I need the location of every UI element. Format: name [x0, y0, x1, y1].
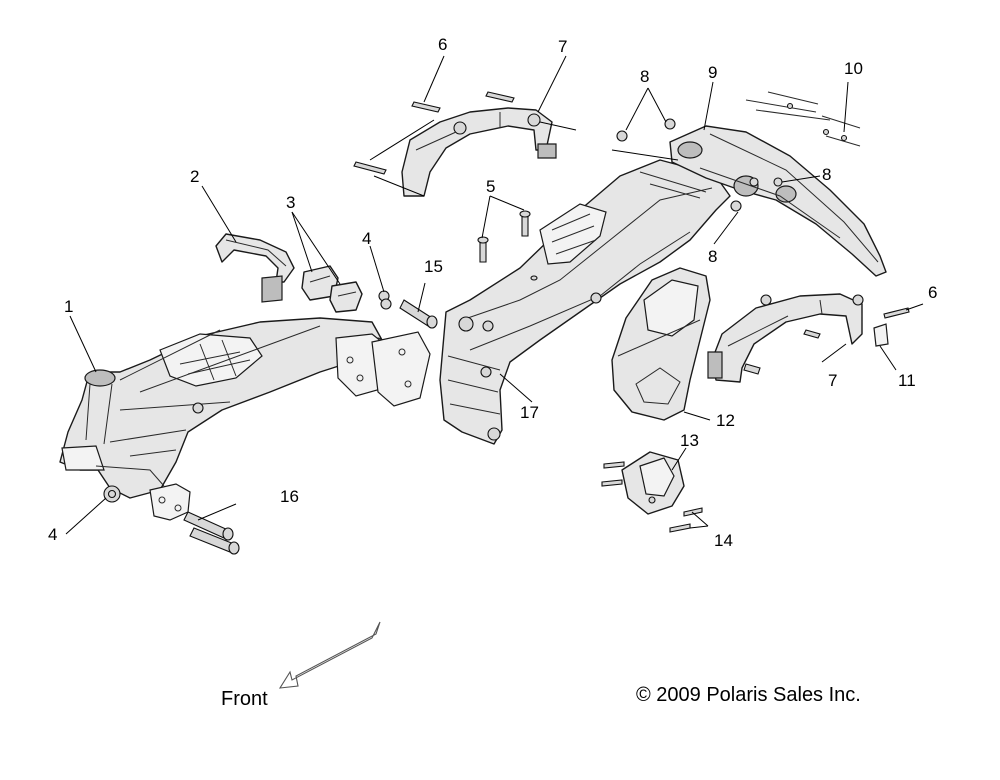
callout-labels: 1 2 3 4 4 5 6 6 7 7 8 8 8 9 10 11 12 13 … — [48, 35, 937, 550]
fastener-part-8 — [616, 118, 783, 212]
clip-pair-part — [301, 265, 363, 313]
callout-8-mid: 8 — [708, 247, 717, 266]
callout-12: 12 — [716, 411, 735, 430]
copyright-notice: © 2009 Polaris Sales Inc. — [636, 684, 861, 706]
callout-14: 14 — [714, 531, 733, 550]
callout-17: 17 — [520, 403, 539, 422]
arch-bracket-lower-part — [707, 293, 864, 383]
front-label: Front — [221, 688, 268, 710]
callout-6-lower: 6 — [928, 283, 937, 302]
leader-lines — [65, 55, 924, 535]
front-direction-arrow — [278, 621, 381, 689]
callout-4-upper: 4 — [362, 229, 371, 248]
long-bolt-part — [399, 299, 438, 329]
screw-part-14 — [601, 461, 703, 533]
guard-panel-part — [611, 267, 711, 421]
rear-bracket-part — [669, 125, 887, 277]
callout-10: 10 — [844, 59, 863, 78]
callout-13: 13 — [680, 431, 699, 450]
callout-15: 15 — [424, 257, 443, 276]
rod-set-part — [745, 91, 861, 147]
callout-6-upper: 6 — [438, 35, 447, 54]
callout-3: 3 — [286, 193, 295, 212]
callout-9: 9 — [708, 63, 717, 82]
callout-1: 1 — [64, 297, 73, 316]
callout-11: 11 — [898, 371, 916, 390]
mount-bracket-part — [621, 451, 685, 515]
callout-4-lower: 4 — [48, 525, 57, 544]
bolt-part-5 — [477, 210, 538, 281]
callout-7-lower: 7 — [828, 371, 837, 390]
callout-8-top: 8 — [640, 67, 649, 86]
callout-5: 5 — [486, 177, 495, 196]
screw-part-upper — [353, 91, 515, 175]
callout-8-right: 8 — [822, 165, 831, 184]
screw-and-plate-parts — [743, 307, 910, 375]
arch-bracket-upper-part — [401, 107, 557, 197]
callout-7-upper: 7 — [558, 37, 567, 56]
callout-16: 16 — [280, 487, 299, 506]
bolt-pair-part — [183, 511, 240, 555]
clamp-bracket-part — [215, 233, 295, 303]
main-frame-part — [439, 159, 731, 445]
front-frame-part — [59, 317, 383, 499]
nut-part-upper — [378, 290, 392, 310]
callout-2: 2 — [190, 167, 199, 186]
side-plate-pair — [335, 331, 431, 407]
